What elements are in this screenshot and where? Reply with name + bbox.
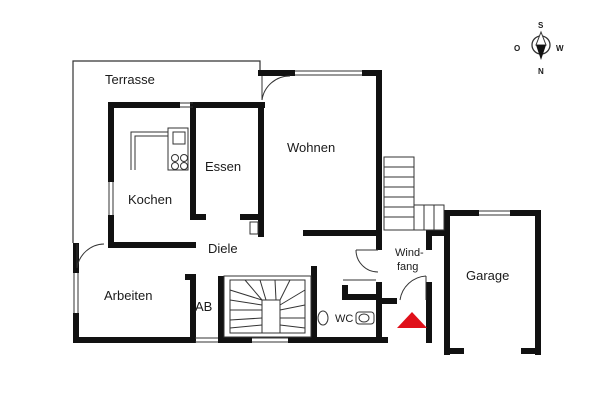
room-label-wohnen: Wohnen — [287, 140, 335, 155]
staircase — [223, 275, 312, 338]
room-label-windfang-1: Wind- — [395, 247, 424, 259]
compass-label-south: S — [538, 21, 544, 30]
room-label-wc: WC — [335, 313, 353, 325]
room-label-essen: Essen — [205, 159, 241, 174]
wc-fixtures — [317, 310, 375, 326]
room-label-windfang-2: fang — [397, 261, 418, 273]
room-label-kochen: Kochen — [128, 192, 172, 207]
compass-needle-north-icon — [536, 45, 546, 60]
door-swings — [76, 75, 427, 301]
terrasse-outline — [72, 60, 261, 243]
room-label-ab: AB — [195, 299, 212, 314]
windows — [73, 70, 510, 343]
entrance-marker-icon — [397, 312, 427, 328]
compass-label-north: N — [538, 67, 544, 76]
walls — [73, 70, 541, 355]
compass: S N O W — [514, 21, 564, 76]
room-label-diele: Diele — [208, 241, 238, 256]
room-label-arbeiten: Arbeiten — [104, 288, 152, 303]
entrance-stairs — [383, 156, 445, 231]
compass-needle-south-icon — [535, 30, 547, 46]
kitchen-counter — [130, 127, 189, 171]
room-label-garage: Garage — [466, 268, 509, 283]
essen-fixture — [249, 221, 259, 235]
compass-label-east: O — [514, 44, 520, 53]
compass-label-west: W — [556, 44, 564, 53]
room-label-terrasse: Terrasse — [105, 72, 155, 87]
